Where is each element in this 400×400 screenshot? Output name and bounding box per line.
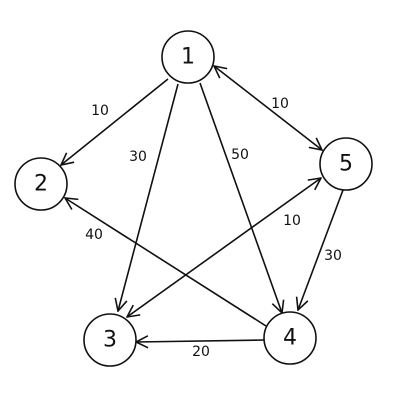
edge-4-3: [136, 340, 265, 342]
node-1-label: 1: [181, 45, 195, 70]
weight-4-2: 40: [85, 227, 103, 243]
nodes: 1 2 3 4 5: [14, 30, 373, 367]
node-2-circle: [14, 157, 68, 211]
edge-1-4: [199, 82, 282, 313]
edge-1-3: [118, 83, 179, 311]
node-4-circle: [263, 311, 317, 365]
node-3[interactable]: 3: [83, 313, 137, 367]
edge-1-2: [61, 78, 169, 165]
weight-4-3: 20: [192, 344, 210, 360]
node-3-label: 3: [103, 328, 117, 353]
node-4-label: 4: [283, 326, 297, 351]
node-3-circle: [83, 313, 137, 367]
weight-1-3: 30: [129, 149, 147, 165]
node-5-label: 5: [339, 152, 353, 177]
edge-weights: 10 30 50 10 30 10 40 20: [85, 96, 342, 360]
node-5-circle: [319, 137, 373, 191]
weight-5-4: 30: [324, 248, 342, 264]
weight-1-2: 10: [91, 103, 109, 119]
node-1[interactable]: 1: [161, 30, 215, 84]
node-2[interactable]: 2: [14, 157, 68, 211]
edge-1-5: [214, 66, 322, 150]
weight-1-4: 50: [231, 147, 249, 163]
node-1-circle: [161, 30, 215, 84]
node-2-label: 2: [34, 172, 48, 197]
edge-4-2: [65, 198, 267, 327]
weight-1-5: 10: [271, 96, 289, 112]
node-4[interactable]: 4: [263, 311, 317, 365]
node-5[interactable]: 5: [319, 137, 373, 191]
weight-5-3: 10: [283, 213, 301, 229]
edge-5-3: [127, 178, 321, 317]
edges: [61, 66, 344, 342]
